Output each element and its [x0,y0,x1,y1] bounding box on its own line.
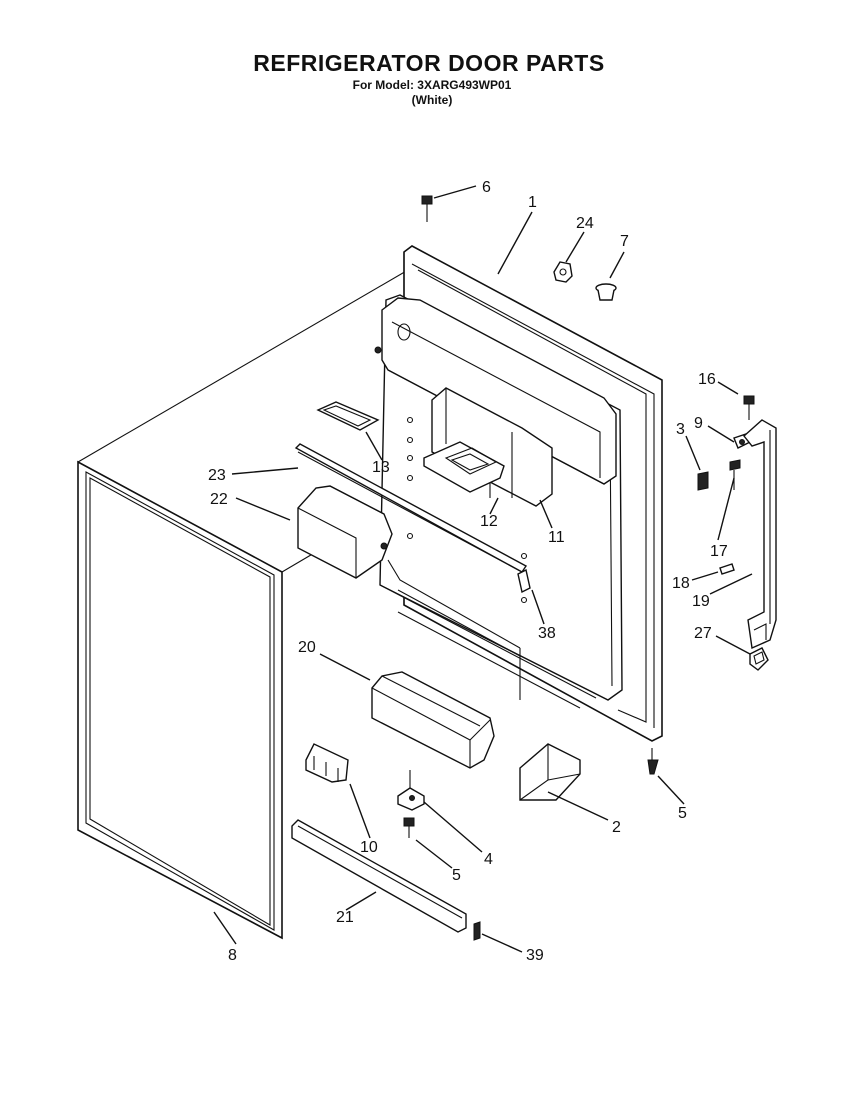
callout-19: 19 [692,593,710,610]
callout-27: 27 [694,625,712,642]
model-number: For Model: 3XARG493WP01 [352,78,512,92]
callout-6: 6 [482,179,491,196]
clip-10 [305,743,349,783]
hinge-cover [519,743,581,801]
callout-5-right: 5 [678,805,687,822]
handle-end-cap [749,647,769,671]
dispenser-tray [423,441,505,493]
door-handle [743,419,777,650]
callout-8: 8 [228,947,237,964]
callout-11: 11 [548,529,565,546]
shelf-retainer-bar [294,443,528,573]
screw-6 [421,195,433,222]
diagram-title: REFRIGERATOR DOOR PARTS [253,50,605,76]
callout-5-lower: 5 [452,867,461,884]
callout-7: 7 [620,233,629,250]
dairy-bin [297,485,393,579]
callout-labels: 6 1 24 7 16 9 3 17 18 19 27 23 22 13 12 … [208,179,728,964]
callout-38: 38 [538,625,556,642]
callout-16: 16 [698,371,716,388]
hinge-bracket [397,770,425,811]
callout-10: 10 [360,839,378,856]
color-variant: (White) [411,93,453,107]
callout-4: 4 [484,851,493,868]
callout-12: 12 [480,513,498,530]
callout-18: 18 [672,575,690,592]
callout-13: 13 [372,459,390,476]
callout-23: 23 [208,467,226,484]
callout-2: 2 [612,819,621,836]
callout-21: 21 [336,909,354,926]
callout-17: 17 [710,543,728,560]
callout-9: 9 [694,415,703,432]
part-38 [517,568,531,594]
leader-lines [213,185,753,953]
cap-24 [553,261,573,283]
hinge-parts [697,395,755,575]
plug-7 [595,283,617,301]
part-39 [473,921,481,941]
door-bin [371,671,495,769]
screw-5-lower [403,817,415,838]
callout-39: 39 [526,947,544,964]
door-gasket [77,460,283,940]
callout-20: 20 [298,639,316,656]
shelf-insert [316,401,380,431]
callout-1: 1 [528,194,537,211]
callout-3: 3 [676,421,685,438]
callout-22: 22 [210,491,228,508]
callout-24: 24 [576,215,594,232]
screw-5-right [647,748,659,775]
bottom-trim [291,819,467,933]
